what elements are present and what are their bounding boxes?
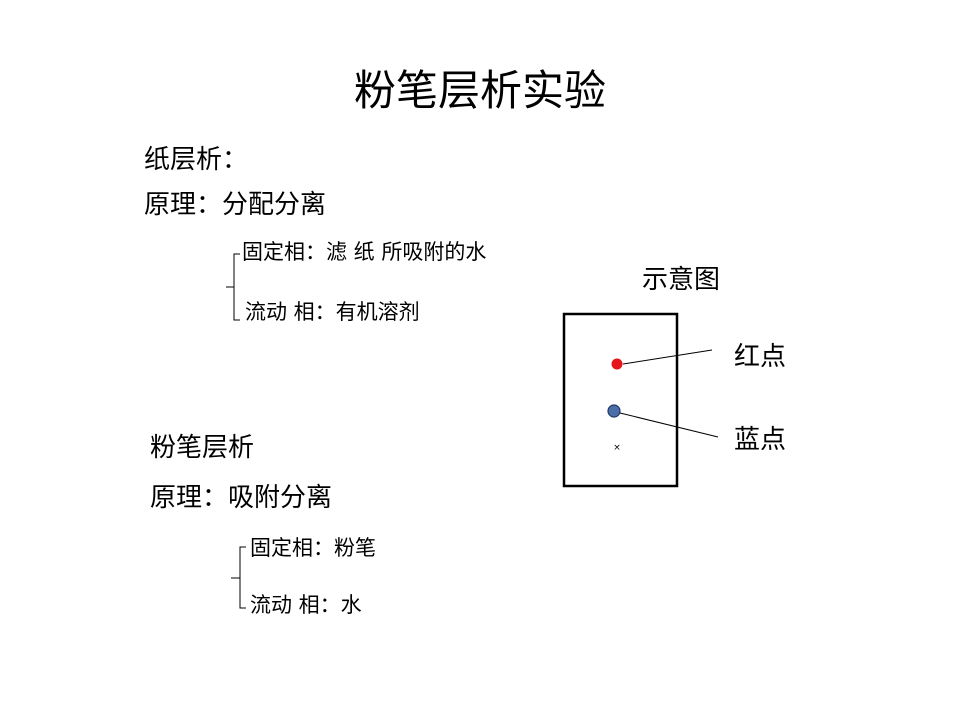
- blue-dot-label: 蓝点: [734, 425, 787, 455]
- paper-heading: 纸层析：: [144, 145, 249, 175]
- paper-principle: 原理：分配分离: [144, 190, 327, 220]
- red-dot-label: 红点: [734, 342, 787, 372]
- paper-mobile-phase: 流动 相：有机溶剂: [245, 300, 420, 324]
- slide-title: 粉笔层析实验: [353, 66, 606, 115]
- chalk-principle: 原理：吸附分离: [150, 483, 333, 513]
- chalk-stationary-phase: 固定相：粉笔: [250, 536, 376, 560]
- chalk-heading: 粉笔层析: [150, 433, 255, 463]
- origin-mark: ×: [613, 443, 621, 453]
- red-leader-line: [622, 349, 713, 365]
- blue-spot: [607, 404, 621, 418]
- paper-stationary-phase: 固定相：滤 纸 所吸附的水: [242, 240, 487, 264]
- chalk-strip: [562, 312, 679, 488]
- chalk-mobile-phase: 流动 相：水: [250, 593, 362, 617]
- diagram-caption: 示意图: [642, 265, 721, 295]
- blue-leader-line: [619, 412, 719, 438]
- red-spot: [611, 358, 623, 370]
